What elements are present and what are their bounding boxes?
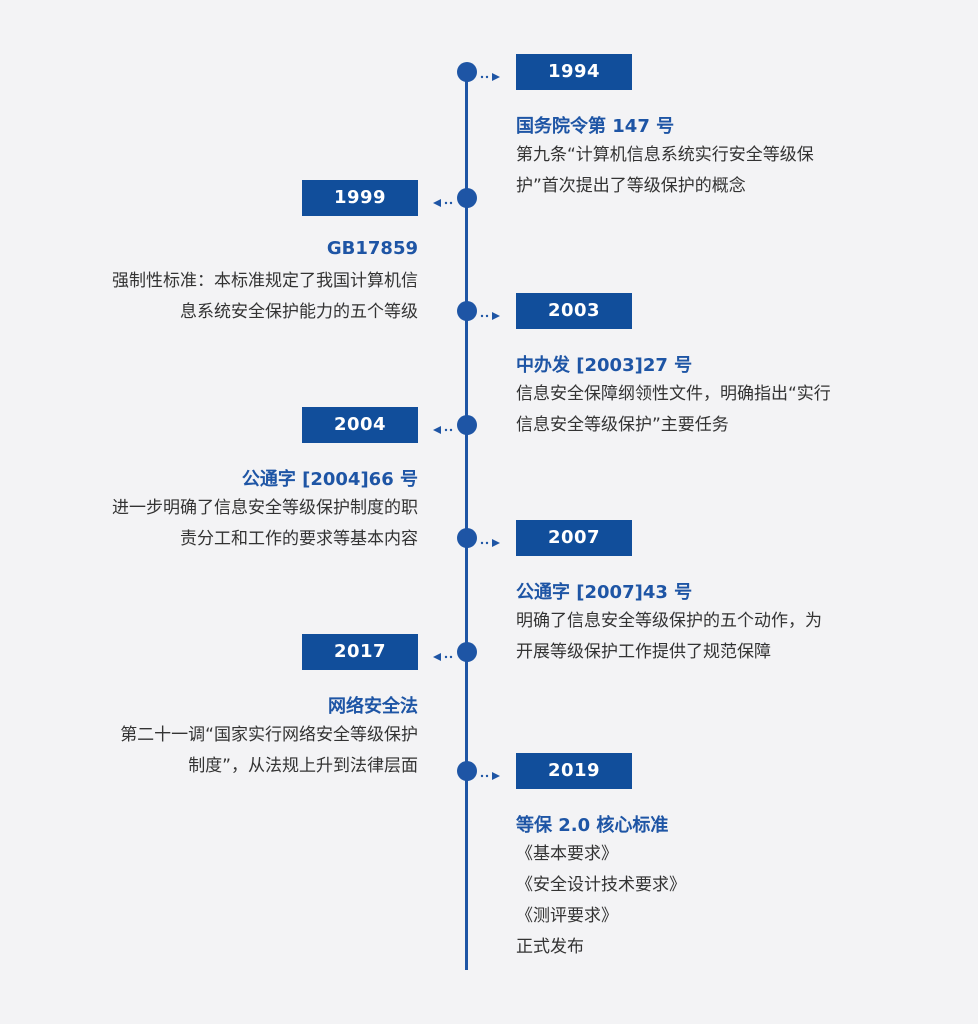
timeline-node-icon <box>456 62 477 82</box>
year-label: 1994 <box>516 54 632 90</box>
description-line: 《测评要求》 <box>516 906 618 926</box>
year-label: 2003 <box>516 293 632 329</box>
entry-title: GB17859 <box>326 238 418 259</box>
description-line: 开展等级保护工作提供了规范保障 <box>516 642 771 662</box>
entry-description: 进一步明确了信息安全等级保护制度的职责分工和工作的要求等基本内容 <box>112 493 418 555</box>
description-line: 信息安全保障纲领性文件，明确指出“实行 <box>516 384 831 404</box>
timeline-node-icon <box>456 761 477 781</box>
entry-description: 第二十一调“国家实行网络安全等级保护制度”，从法规上升到法律层面 <box>120 720 418 782</box>
entry-description: 《基本要求》《安全设计技术要求》《测评要求》正式发布 <box>516 839 686 963</box>
year-label: 1999 <box>302 180 418 216</box>
timeline-node-icon <box>456 188 477 208</box>
arrow-right-icon <box>480 306 502 320</box>
description-line: 制度”，从法规上升到法律层面 <box>188 756 418 776</box>
arrow-left-icon <box>431 420 453 434</box>
description-line: 进一步明确了信息安全等级保护制度的职 <box>112 498 418 518</box>
description-line: 护”首次提出了等级保护的概念 <box>516 176 746 196</box>
entry-description: 第九条“计算机信息系统实行安全等级保护”首次提出了等级保护的概念 <box>516 140 814 202</box>
description-line: 责分工和工作的要求等基本内容 <box>180 529 418 549</box>
timeline-node-icon <box>456 528 477 548</box>
year-label: 2017 <box>302 634 418 670</box>
arrow-left-icon <box>431 193 453 207</box>
description-line: 息系统安全保护能力的五个等级 <box>180 302 418 322</box>
description-line: 《基本要求》 <box>516 844 618 864</box>
timeline-node-icon <box>456 642 477 662</box>
arrow-right-icon <box>480 766 502 780</box>
entry-title: 国务院令第 147 号 <box>516 116 675 137</box>
entry-title: 网络安全法 <box>328 696 418 717</box>
entry-description: 信息安全保障纲领性文件，明确指出“实行信息安全等级保护”主要任务 <box>516 379 831 441</box>
arrow-right-icon <box>480 67 502 81</box>
timeline-axis <box>465 68 468 970</box>
entry-title: 公通字 [2007]43 号 <box>516 582 693 603</box>
description-line: 强制性标准：本标准规定了我国计算机信 <box>112 271 418 291</box>
description-line: 明确了信息安全等级保护的五个动作，为 <box>516 611 822 631</box>
timeline-node-icon <box>456 301 477 321</box>
arrow-right-icon <box>480 533 502 547</box>
entry-title: 公通字 [2004]66 号 <box>241 469 418 490</box>
year-label: 2004 <box>302 407 418 443</box>
arrow-left-icon <box>431 647 453 661</box>
description-line: 第九条“计算机信息系统实行安全等级保 <box>516 145 814 165</box>
year-label: 2019 <box>516 753 632 789</box>
description-line: 信息安全等级保护”主要任务 <box>516 415 729 435</box>
description-line: 第二十一调“国家实行网络安全等级保护 <box>120 725 418 745</box>
entry-description: 明确了信息安全等级保护的五个动作，为开展等级保护工作提供了规范保障 <box>516 606 822 668</box>
entry-description: 强制性标准：本标准规定了我国计算机信息系统安全保护能力的五个等级 <box>112 266 418 328</box>
timeline-node-icon <box>456 415 477 435</box>
year-label: 2007 <box>516 520 632 556</box>
entry-title: 等保 2.0 核心标准 <box>516 815 669 836</box>
entry-title: 中办发 [2003]27 号 <box>516 355 693 376</box>
description-line: 《安全设计技术要求》 <box>516 875 686 895</box>
description-line: 正式发布 <box>516 937 584 957</box>
